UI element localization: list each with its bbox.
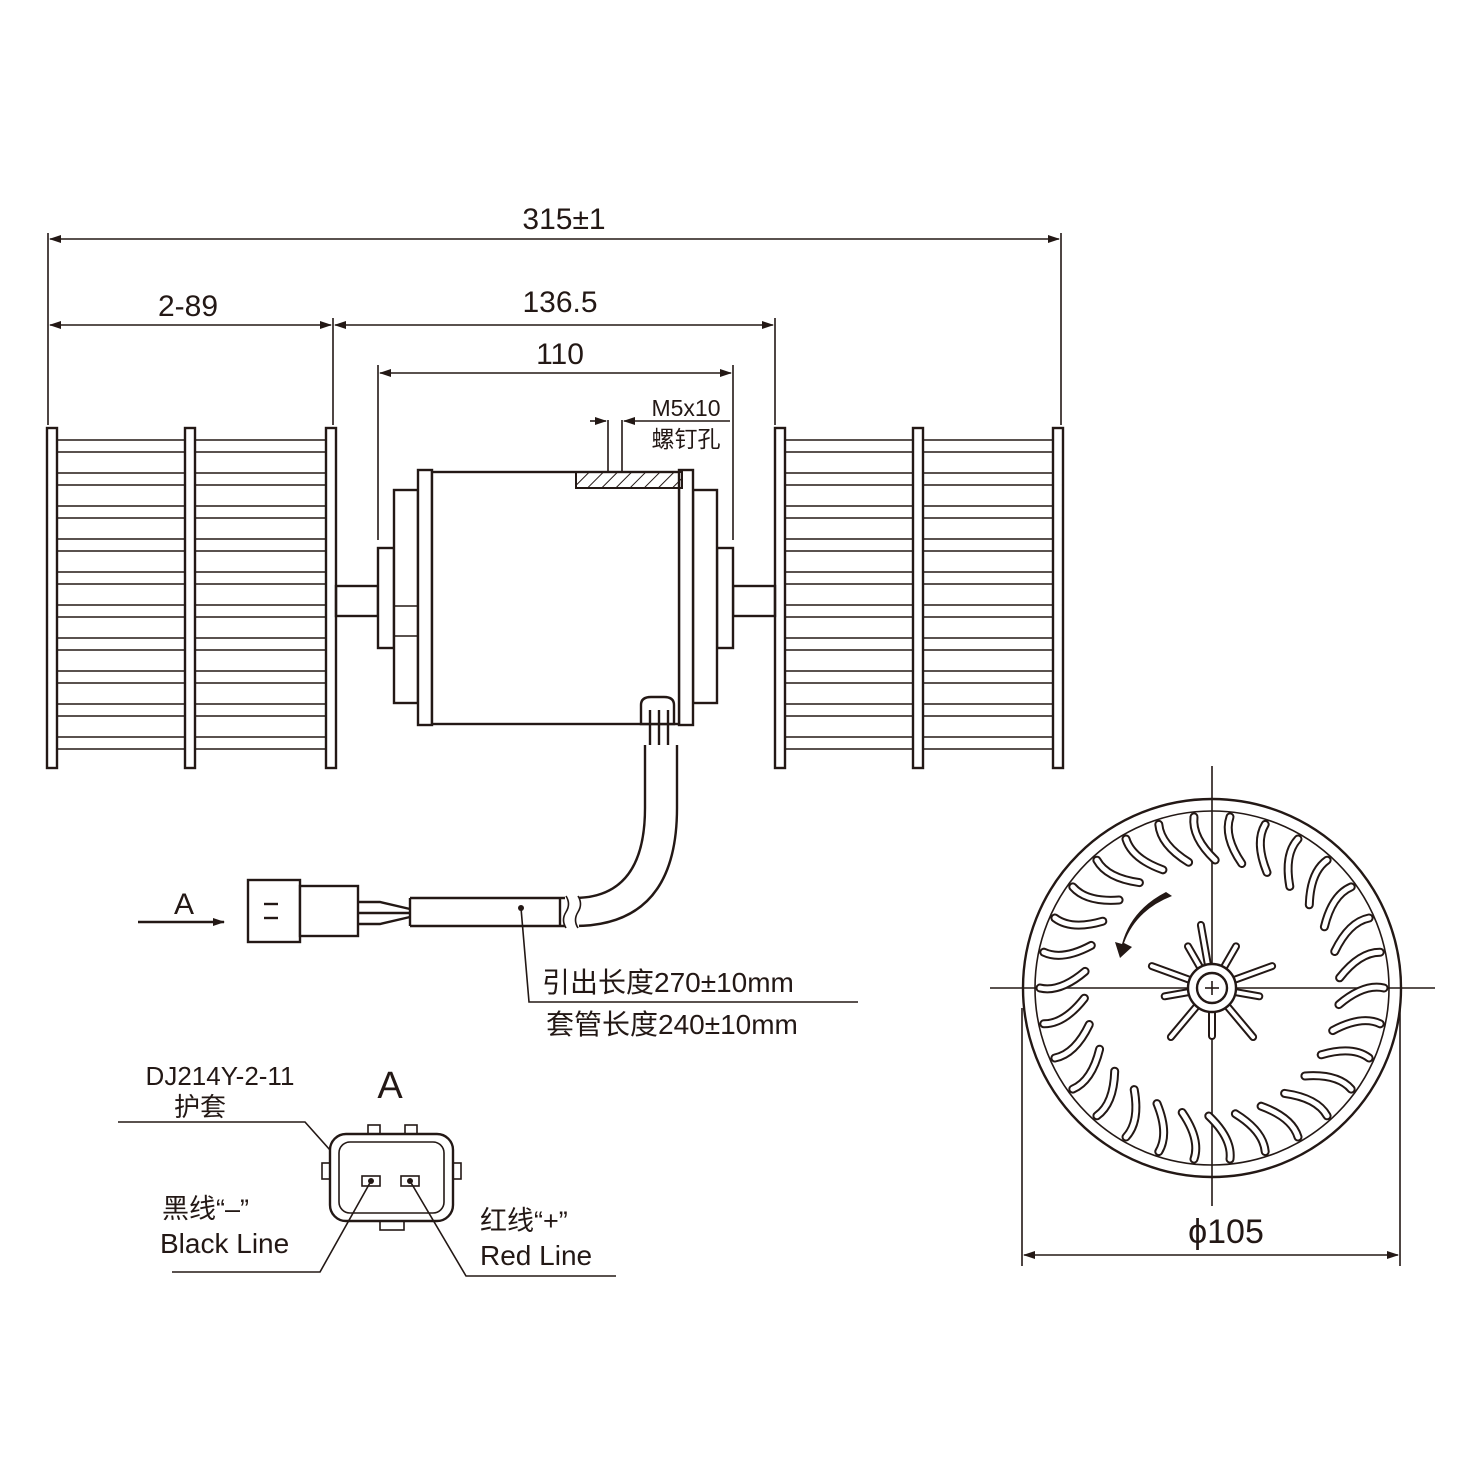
screw-hole-size-label: M5x10 (651, 395, 720, 421)
wheel-blade-inner (1336, 984, 1387, 1008)
wheel-width-label: 2-89 (158, 290, 218, 323)
motor-body (334, 468, 777, 727)
rotation-arrow (1115, 892, 1172, 958)
connector-view-title: A (377, 1065, 403, 1107)
wheel-blade-inner (1070, 884, 1122, 903)
lead-cable: 引出长度270±10mm 套管长度240±10mm (358, 710, 858, 1040)
black-line-cn-label: 黑线“–” (162, 1194, 249, 1224)
part-number-label: DJ214Y-2-11 (146, 1061, 295, 1091)
wheel-blade-inner (1285, 836, 1301, 889)
wheel-blade-inner (1123, 836, 1166, 873)
wheel-blade-inner (1156, 821, 1192, 865)
dimension-labels: 315±1 2-89 136.5 110 M5x10 螺钉孔 78 (158, 203, 721, 623)
wheel-blade-inner (1179, 1110, 1199, 1162)
wheel-blade-inner (1302, 1073, 1354, 1092)
wheel-blade-inner (1318, 1048, 1372, 1061)
wheel-blade-inner (1041, 942, 1094, 958)
sleeve-length-label: 套管长度240±10mm (546, 1009, 798, 1040)
wheel-blade-inner (1337, 949, 1383, 981)
left-blower-wheel (45, 426, 338, 770)
lead-length-label: 引出长度270±10mm (542, 967, 794, 998)
wheel-blade-inner (1154, 1101, 1167, 1155)
wheel-blade-inner (1052, 1022, 1092, 1061)
wheel-blade-inner (1282, 1090, 1330, 1119)
wheel-blade-inner (1321, 884, 1354, 930)
overall-length-label: 315±1 (522, 203, 605, 236)
wheel-blade-inner (1258, 1103, 1301, 1140)
wheel-blade-inner (1123, 1087, 1139, 1140)
wheel-blade-inner (1306, 857, 1330, 908)
motor-length-label: 110 (536, 338, 584, 371)
view-a-marker: A (174, 888, 194, 921)
wheel-blade-inner (1232, 1111, 1268, 1155)
screw-hole-label: 螺钉孔 (652, 426, 721, 452)
wheel-blade-inner (1041, 995, 1087, 1027)
connector-view-a: A DJ214Y-2-11 护套 黑线“–” Black Line 红线“+” … (118, 1061, 616, 1277)
housing-label: 护套 (174, 1092, 226, 1122)
red-line-en-label: Red Line (480, 1240, 592, 1271)
screw-hole-section (575, 471, 683, 489)
wheel-blade-inner (1052, 915, 1106, 928)
wheel-blade-inner (1225, 814, 1245, 866)
wheel-diameter-label: ϕ105 (1188, 1213, 1264, 1251)
wheel-blade-inner (1206, 1113, 1233, 1162)
wheel-blade-inner (1070, 1046, 1103, 1092)
plug-connector (246, 878, 360, 944)
wheel-end-view: ϕ105 (990, 766, 1435, 1266)
view-a-arrow: A (138, 888, 225, 926)
wheel-blade-inner (1257, 821, 1270, 875)
wheel-blade-inner (1094, 1068, 1118, 1119)
wheel-blade-inner (1191, 814, 1218, 863)
wheel-blade-inner (1094, 857, 1142, 886)
wheel-blade-inner (1332, 915, 1372, 954)
wheel-blade-inner (1330, 1018, 1383, 1034)
right-blower-wheel (773, 426, 1065, 770)
wheel-blade-inner (1037, 968, 1088, 992)
dimension-lines (47, 233, 1062, 721)
black-line-en-label: Black Line (160, 1228, 289, 1259)
motor-span-label: 136.5 (522, 286, 597, 319)
red-line-cn-label: 红线“+” (480, 1206, 568, 1236)
